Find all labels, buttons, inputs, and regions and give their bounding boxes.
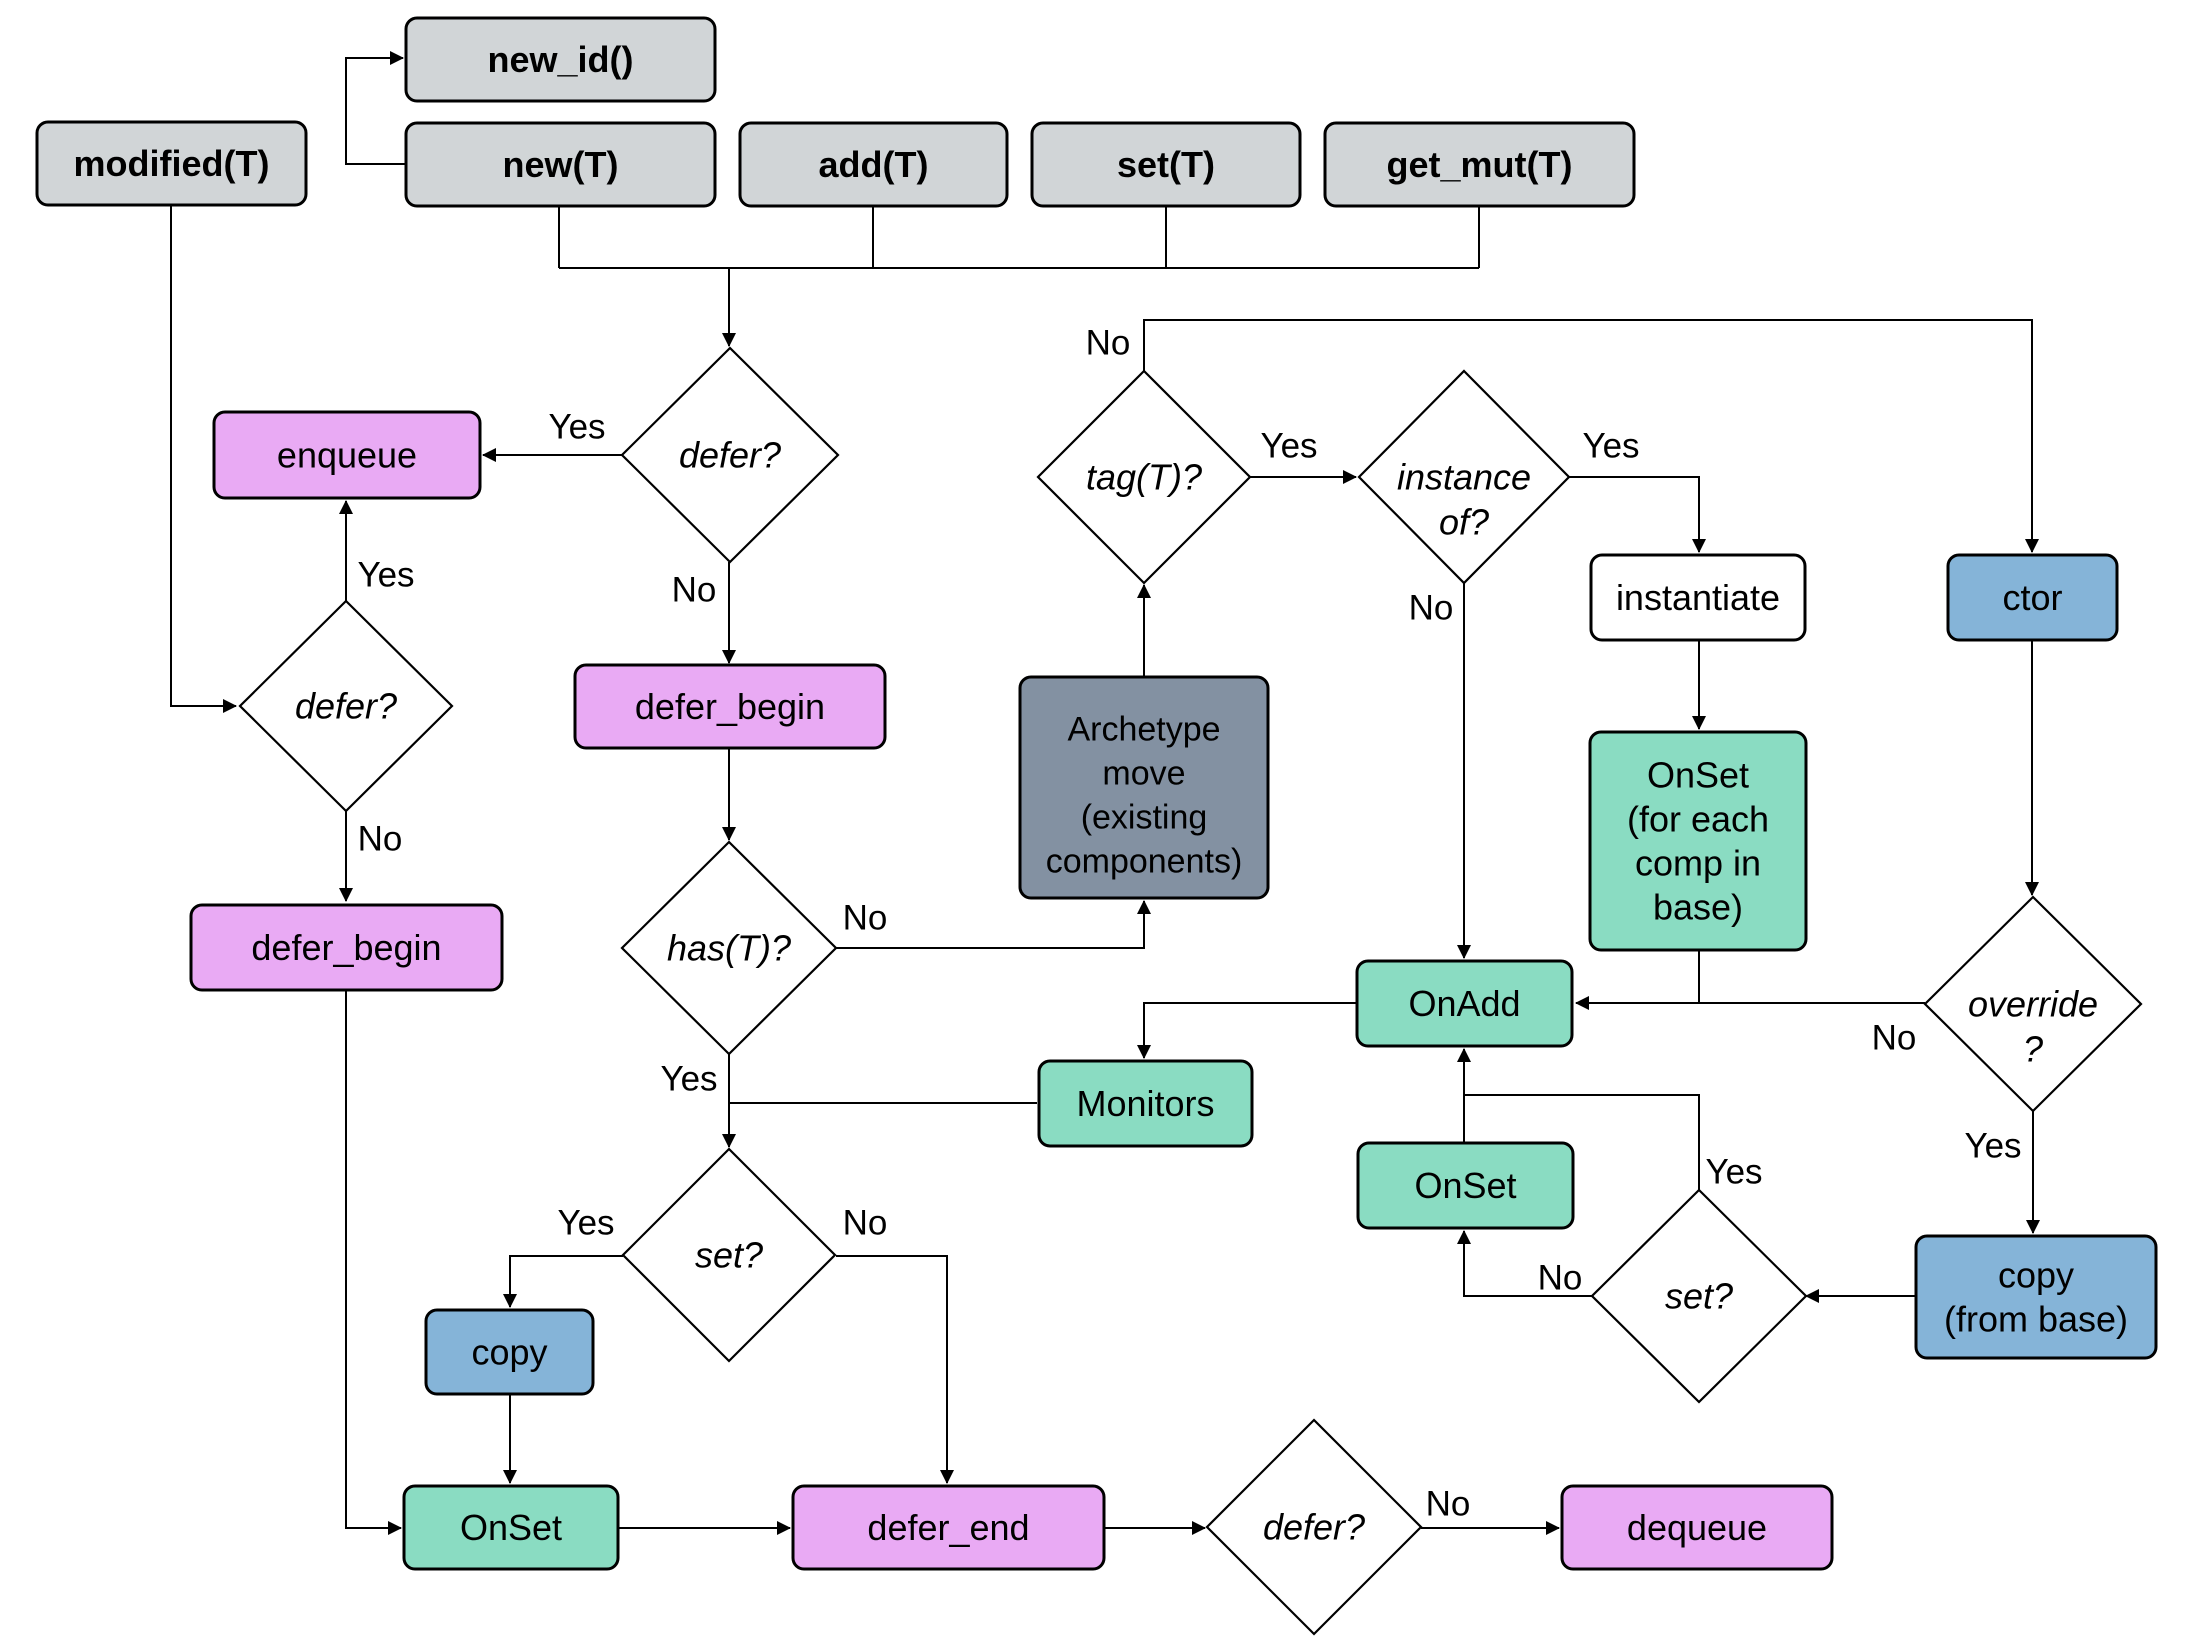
svg-text:components): components) xyxy=(1046,843,1243,881)
svg-text:copy: copy xyxy=(1998,1255,2074,1296)
svg-text:new(T): new(T) xyxy=(503,144,619,185)
svg-text:No: No xyxy=(1872,1019,1917,1058)
svg-text:tag(T)?: tag(T)? xyxy=(1086,457,1202,498)
svg-text:No: No xyxy=(672,571,717,610)
svg-text:add(T): add(T) xyxy=(819,144,929,185)
svg-text:Yes: Yes xyxy=(1964,1127,2021,1166)
svg-text:Yes: Yes xyxy=(1705,1153,1762,1192)
svg-text:Monitors: Monitors xyxy=(1076,1083,1214,1124)
svg-text:of?: of? xyxy=(1439,502,1489,543)
svg-text:OnSet: OnSet xyxy=(1647,755,1749,796)
svg-text:Yes: Yes xyxy=(548,408,605,447)
svg-text:dequeue: dequeue xyxy=(1627,1507,1767,1548)
svg-text:defer_end: defer_end xyxy=(867,1507,1029,1548)
svg-text:Yes: Yes xyxy=(557,1204,614,1243)
svg-text:(from base): (from base) xyxy=(1944,1299,2128,1340)
svg-text:Yes: Yes xyxy=(1582,427,1639,466)
svg-text:has(T)?: has(T)? xyxy=(667,928,791,969)
svg-text:instantiate: instantiate xyxy=(1616,577,1780,618)
svg-text:OnAdd: OnAdd xyxy=(1408,983,1520,1024)
svg-text:set(T): set(T) xyxy=(1117,144,1215,185)
svg-text:No: No xyxy=(358,820,403,859)
svg-text:defer_begin: defer_begin xyxy=(635,686,825,727)
svg-text:Yes: Yes xyxy=(357,556,414,595)
svg-text:defer?: defer? xyxy=(295,686,397,727)
svg-text:No: No xyxy=(843,1204,888,1243)
svg-text:OnSet: OnSet xyxy=(1414,1165,1516,1206)
svg-text:?: ? xyxy=(2023,1029,2043,1070)
svg-text:override: override xyxy=(1968,984,2098,1025)
svg-text:base): base) xyxy=(1653,887,1743,928)
svg-text:defer_begin: defer_begin xyxy=(251,927,441,968)
svg-text:set?: set? xyxy=(695,1235,763,1276)
svg-text:No: No xyxy=(1538,1259,1583,1298)
svg-text:set?: set? xyxy=(1665,1276,1733,1317)
svg-text:No: No xyxy=(1426,1485,1471,1524)
svg-text:(for each: (for each xyxy=(1627,799,1769,840)
svg-text:move: move xyxy=(1102,755,1185,793)
svg-text:defer?: defer? xyxy=(1263,1507,1365,1548)
svg-text:ctor: ctor xyxy=(2002,577,2062,618)
svg-text:modified(T): modified(T) xyxy=(74,143,270,184)
svg-text:get_mut(T): get_mut(T) xyxy=(1387,144,1573,185)
svg-text:No: No xyxy=(1409,589,1454,628)
svg-text:(existing: (existing xyxy=(1081,799,1208,837)
svg-text:new_id(): new_id() xyxy=(487,39,633,80)
svg-text:defer?: defer? xyxy=(679,435,781,476)
svg-text:No: No xyxy=(843,899,888,938)
svg-text:copy: copy xyxy=(471,1332,547,1373)
svg-text:No: No xyxy=(1086,324,1131,363)
svg-text:Archetype: Archetype xyxy=(1067,711,1220,749)
svg-text:OnSet: OnSet xyxy=(460,1507,562,1548)
svg-text:comp in: comp in xyxy=(1635,843,1761,884)
svg-text:Yes: Yes xyxy=(660,1060,717,1099)
svg-text:instance: instance xyxy=(1397,457,1531,498)
svg-text:Yes: Yes xyxy=(1260,427,1317,466)
svg-text:enqueue: enqueue xyxy=(277,435,417,476)
